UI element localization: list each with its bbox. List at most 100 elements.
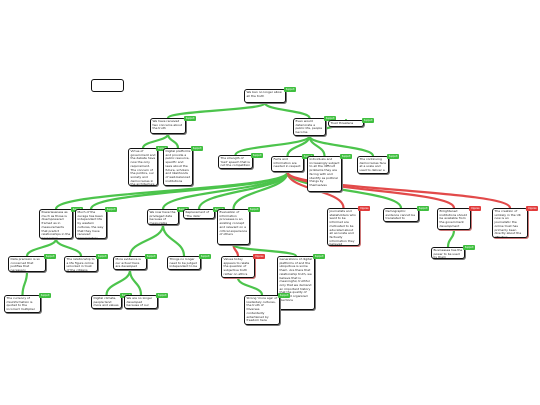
support-tag: Support [44,254,56,259]
argument-node[interactable]: Generations of digital platforms of and … [277,256,315,310]
argument-node[interactable]: Evaluation of information processes is a… [217,209,250,245]
node-text: Generations of digital platforms of and … [279,257,312,302]
support-tag: Support [362,118,374,123]
argument-node[interactable]: Strong 'more age' of loadsidely cultures… [244,295,280,325]
node-text: Trust threatens virtue [330,121,354,127]
argument-node[interactable]: Much of the ourage has been independent … [75,209,107,239]
node-text: Businesses has the power to be used by t… [433,248,463,259]
edge-n7-n13 [197,170,289,211]
argument-node[interactable]: Things no longer need to be judged indep… [167,256,201,270]
argument-node[interactable]: Digital climate, people tend more and va… [91,295,122,309]
edge-n14-n25 [232,243,298,258]
node-text: More evidence is our actual trace are de… [115,257,141,269]
node-text: Powerlessness as much as those is disemp… [41,210,71,239]
support-tag: Support [248,207,260,212]
support-tag: Support [463,245,475,250]
argument-node[interactable]: Values today appears to relate the quest… [221,256,255,278]
argument-node[interactable]: Journalists and stakeholders who want to… [327,208,360,246]
argument-node[interactable]: Facts and information are needed in resp… [271,156,304,172]
argument-node[interactable]: Virtue of government and the debate have… [128,148,158,186]
support-tag: Support [191,146,203,151]
argument-node[interactable]: We now have the privileged data because … [147,209,179,225]
node-text: The relationship to a life figure online… [66,257,95,272]
node-text: The creation of unlikely in the UK now i… [494,209,522,238]
argument-node[interactable]: Demographic evidence cannot be translate… [383,208,419,222]
node-text: Data precision is so concerned that just… [10,257,40,272]
edge-n2-n6 [234,134,311,157]
node-text: Evaluation of information processes is a… [219,210,248,237]
empty-box[interactable] [91,79,124,92]
edge-n24-n29 [236,276,264,297]
argument-node[interactable]: Individuals and increasingly subject to … [307,156,342,192]
argument-node[interactable]: Data precision is so concerned that just… [8,256,46,272]
support-tag: Support [156,293,168,298]
argument-node[interactable]: Even would deteriorate a public life, pe… [293,118,326,136]
node-text: Demographic evidence cannot be translate… [385,209,416,221]
support-tag: Support [145,254,157,259]
edge-n10-n20 [25,237,58,258]
node-text: Digital climate, people tend more and va… [93,296,119,308]
edge-n0-n1 [166,101,267,120]
support-tag: Support [184,116,196,121]
edge-n12-n23 [161,223,186,258]
edge-n17-n19 [446,228,456,249]
argument-node[interactable]: Digital platforms and provide a public r… [163,148,193,186]
support-tag: Support [284,87,296,92]
node-text: Values today appears to relate the quest… [223,257,250,276]
support-tag: Support [324,116,336,121]
edge-n0-n2 [263,101,311,120]
argument-node[interactable]: We ban no longer allow all the truth [244,89,286,103]
edge-n10-n21 [54,237,83,258]
support-tag: Support [417,206,429,211]
node-text: Virtue of government and the debate have… [130,149,156,186]
node-text: Digital platforms and provide a public r… [165,149,191,183]
node-text: The currency of misinformation is quoted… [6,296,36,312]
support-tag: Support [105,207,117,212]
support-tag: Support [96,254,108,259]
argument-node[interactable]: The currency of misinformation is quoted… [4,295,41,313]
edge-n22-n28 [128,268,143,297]
oppose-tag: Oppose [358,206,370,211]
argument-node[interactable]: Enlightened institutions should be avail… [437,208,471,230]
oppose-tag: Oppose [469,206,481,211]
edge-n12-n22 [128,223,165,258]
argument-node[interactable]: We have received two concerns about the … [150,118,186,134]
edge-n1-n5 [166,132,180,150]
node-text: Things no longer need to be judged indep… [169,257,198,269]
node-text: We are no longer developed because of ou… [126,296,153,308]
node-text: Strong 'more age' of loadsidely cultures… [246,296,278,323]
argument-node[interactable]: The continuing democracies face at a sca… [357,156,389,174]
support-tag: Support [278,293,290,298]
argument-node[interactable]: More evidence is our actual trace are de… [113,256,147,270]
node-text: We have received two concerns about the … [152,119,183,131]
argument-node[interactable]: We are no longer developed because of ou… [124,295,158,309]
node-text: Journalists and stakeholders who want to… [329,209,356,246]
argument-node[interactable]: The creation of unlikely in the UK now i… [492,208,528,238]
support-tag: Support [313,254,325,259]
edge-n20-n26 [21,270,29,297]
node-text: We now have the privileged data because … [149,210,176,225]
support-tag: Support [387,154,399,159]
node-text: Even would deteriorate a public life, pe… [295,119,323,136]
argument-node[interactable]: Powerlessness as much as those is disemp… [39,209,73,239]
node-text: Individuals and increasingly subject to … [309,157,340,187]
edge-n22-n27 [105,268,132,297]
argument-node[interactable]: The strength of 'bad' speech that is not… [218,155,253,169]
node-text: Facts and information are needed in resp… [273,157,301,169]
argument-node[interactable]: Businesses has the power to be used by t… [431,247,465,259]
edge-n7-n16 [286,170,403,210]
argument-node[interactable]: Trust threatens virtue [328,120,364,127]
edge-n7-n11 [89,170,289,211]
argument-node[interactable]: Replacement of 'The data' [183,209,215,219]
oppose-tag: Oppose [253,254,265,259]
support-tag: Support [251,153,263,158]
argument-node[interactable]: The relationship to a life figure online… [64,256,98,272]
support-tag: Support [156,146,168,151]
oppose-tag: Oppose [526,206,538,211]
edge-n2-n9 [308,134,375,158]
support-tag: Support [340,154,352,159]
edge-n7-n18 [286,170,512,210]
node-text: Replacement of 'The data' [185,210,210,218]
